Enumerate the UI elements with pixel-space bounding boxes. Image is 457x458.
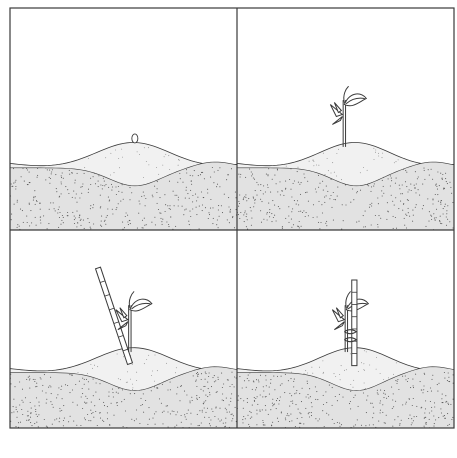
panel-seedling-sprouted	[237, 8, 454, 231]
stake-upright	[352, 280, 357, 366]
panel-stake-inserted-leaning	[10, 230, 238, 428]
seed	[132, 134, 138, 143]
panel-seed-in-soil	[10, 8, 237, 230]
panel-stake-upright-tied	[237, 230, 455, 428]
